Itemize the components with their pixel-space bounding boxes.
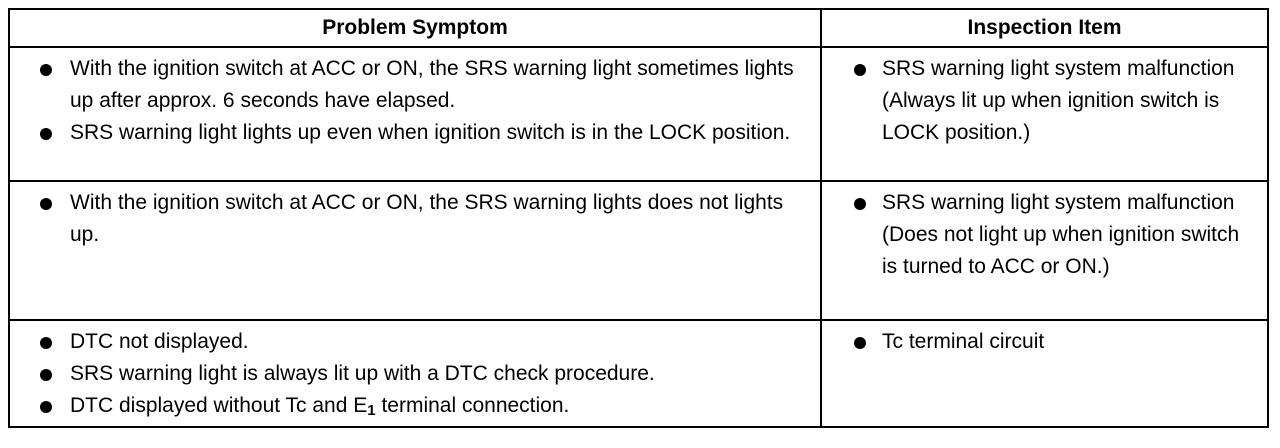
inspection-cell: SRS warning light system malfunction (Al… xyxy=(820,46,1269,182)
list-item: DTC displayed without Tc and E1 terminal… xyxy=(18,390,812,422)
list-item: With the ignition switch at ACC or ON, t… xyxy=(18,187,812,251)
table-row: With the ignition switch at ACC or ON, t… xyxy=(8,180,1269,321)
inspection-list: SRS warning light system malfunction (Al… xyxy=(830,53,1259,149)
symptom-list: With the ignition switch at ACC or ON, t… xyxy=(18,187,812,251)
header-problem-symptom: Problem Symptom xyxy=(8,8,822,48)
e1-subscript: 1 xyxy=(367,402,376,419)
symptom-inspection-table: Problem Symptom Inspection Item With the… xyxy=(8,8,1269,428)
document-page: Problem Symptom Inspection Item With the… xyxy=(8,8,1269,428)
symptom-cell: DTC not displayed. SRS warning light is … xyxy=(8,319,822,428)
table-header-row: Problem Symptom Inspection Item xyxy=(8,8,1269,48)
list-item: SRS warning light system malfunction (Al… xyxy=(830,53,1259,149)
inspection-list: SRS warning light system malfunction (Do… xyxy=(830,187,1259,283)
symptom-cell: With the ignition switch at ACC or ON, t… xyxy=(8,180,822,321)
list-item: SRS warning light lights up even when ig… xyxy=(18,117,812,149)
list-item: With the ignition switch at ACC or ON, t… xyxy=(18,53,812,117)
inspection-cell: SRS warning light system malfunction (Do… xyxy=(820,180,1269,321)
list-item: SRS warning light system malfunction (Do… xyxy=(830,187,1259,283)
symptom-list: With the ignition switch at ACC or ON, t… xyxy=(18,53,812,149)
inspection-cell: Tc terminal circuit xyxy=(820,319,1269,428)
table-row: With the ignition switch at ACC or ON, t… xyxy=(8,46,1269,182)
list-item: DTC not displayed. xyxy=(18,326,812,358)
symptom-text-suffix: terminal connection. xyxy=(375,394,570,417)
header-inspection-item: Inspection Item xyxy=(820,8,1269,48)
list-item: SRS warning light is always lit up with … xyxy=(18,358,812,390)
table-row: DTC not displayed. SRS warning light is … xyxy=(8,319,1269,428)
inspection-list: Tc terminal circuit xyxy=(830,326,1259,358)
symptom-text-prefix: DTC displayed without Tc and E xyxy=(70,394,368,417)
symptom-list: DTC not displayed. SRS warning light is … xyxy=(18,326,812,422)
symptom-cell: With the ignition switch at ACC or ON, t… xyxy=(8,46,822,182)
list-item: Tc terminal circuit xyxy=(830,326,1259,358)
